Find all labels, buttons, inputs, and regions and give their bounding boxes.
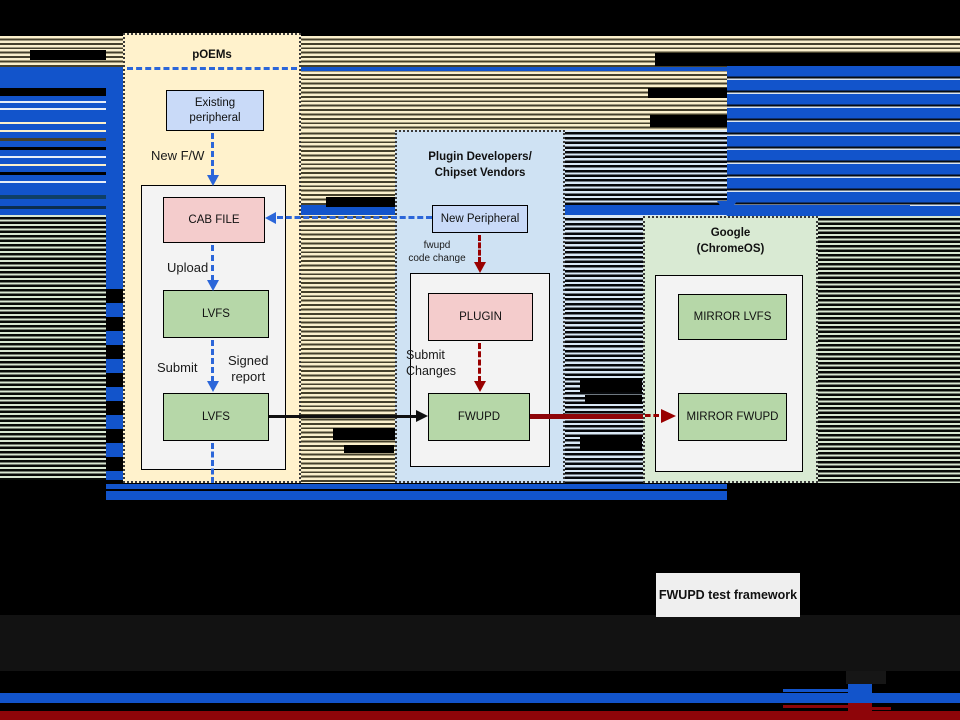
- glitch-black-bar: [333, 428, 396, 440]
- glitch-black-bar: [650, 115, 727, 127]
- glitch-blue-band-bottom: [0, 693, 960, 703]
- arrow-lvfs-to-fwupd: [269, 415, 416, 418]
- node-lvfs-upper: LVFS: [163, 290, 269, 338]
- panel-poems-title: pOEMs: [192, 49, 232, 61]
- arrow-fwupd-to-mirror-bar: [530, 414, 643, 419]
- arrow-submit-changes-head: [474, 381, 486, 392]
- label-new-fw: New F/W: [151, 148, 205, 163]
- arrow-submit: [211, 340, 214, 382]
- glitch-blue-block-left: [0, 68, 106, 215]
- label-fwupd-code-change: fwupd code change: [408, 240, 466, 264]
- arrow-fwupd-to-mirror-dash: [645, 414, 659, 417]
- glitch-blue-thin-line: [783, 689, 848, 692]
- glitch-red-thin-line-2: [871, 707, 891, 710]
- label-submit-changes: Submit Changes: [406, 348, 457, 378]
- panel-google-chromeos-title: Google (ChromeOS): [696, 227, 765, 255]
- arrow-upload: [211, 245, 214, 281]
- glitch-stripes-cream-gap: [301, 130, 395, 483]
- node-cab-file: CAB FILE: [163, 197, 265, 243]
- glitch-blue-band-below-1: [106, 484, 727, 489]
- node-plugin: PLUGIN: [428, 293, 533, 341]
- arrow-submit-head: [207, 381, 219, 392]
- glitch-black-bar: [30, 50, 106, 60]
- arrow-new-fw-head: [207, 175, 219, 186]
- glitch-blue-bar-solid: [106, 68, 123, 275]
- arrow-new-fw: [211, 133, 214, 175]
- glitch-stripes-green-right: [818, 216, 960, 483]
- arrow-fwupd-code-change: [478, 235, 481, 263]
- node-fwupd-test-framework: FWUPD test framework: [656, 573, 800, 617]
- glitch-blue-bands-right: [727, 66, 960, 216]
- glitch-black-bar: [326, 197, 396, 207]
- glitch-blue-band-below-2: [106, 491, 727, 500]
- glitch-red-band-bottom: [0, 711, 960, 720]
- glitch-darkgray-band: [0, 615, 960, 671]
- arrow-upload-head: [207, 280, 219, 291]
- poems-dashed-divider: [127, 67, 297, 70]
- glitch-red-square: [848, 703, 872, 712]
- glitch-black-bar: [648, 88, 727, 98]
- glitch-blue-line-top: [0, 67, 960, 71]
- label-upload: Upload: [167, 260, 209, 275]
- arrow-fwupd-to-mirror-head: [661, 409, 676, 423]
- arrow-new-peripheral-to-cab: [277, 216, 432, 219]
- node-mirror-lvfs: MIRROR LVFS: [678, 294, 787, 340]
- arrow-fwupd-code-change-head: [474, 262, 486, 273]
- node-fwupd: FWUPD: [428, 393, 530, 441]
- node-lvfs-lower: LVFS: [163, 393, 269, 441]
- node-existing-peripheral: Existing peripheral: [166, 90, 264, 131]
- glitch-stripes-lblue-upper: [565, 130, 727, 216]
- arrow-submit-changes: [478, 343, 481, 382]
- glitch-black-bar: [585, 395, 642, 404]
- glitch-blue-bar-dashed: [106, 275, 123, 480]
- glitch-black-bar: [580, 378, 642, 392]
- glitch-black-bar: [580, 435, 642, 451]
- panel-plugin-developers-title: Plugin Developers/ Chipset Vendors: [428, 151, 532, 179]
- node-mirror-fwupd: MIRROR FWUPD: [678, 393, 787, 441]
- label-signed-report: Signed report: [228, 353, 269, 385]
- glitch-blue-square: [848, 684, 872, 703]
- glitch-black-bar: [344, 445, 394, 453]
- glitch-darkgray-block: [846, 671, 886, 684]
- label-submit: Submit: [157, 360, 198, 375]
- glitch-red-thin-line: [783, 705, 848, 708]
- arrow-new-peripheral-to-cab-head: [265, 212, 276, 224]
- arrow-lvfs-to-fwupd-head: [416, 410, 428, 422]
- glitch-stripes-green-left: [0, 215, 106, 480]
- poems-dashed-tail: [211, 443, 214, 483]
- node-new-peripheral: New Peripheral: [432, 205, 528, 233]
- glitch-black-bar: [655, 53, 960, 66]
- glitch-blue-arrowhead: [717, 201, 737, 216]
